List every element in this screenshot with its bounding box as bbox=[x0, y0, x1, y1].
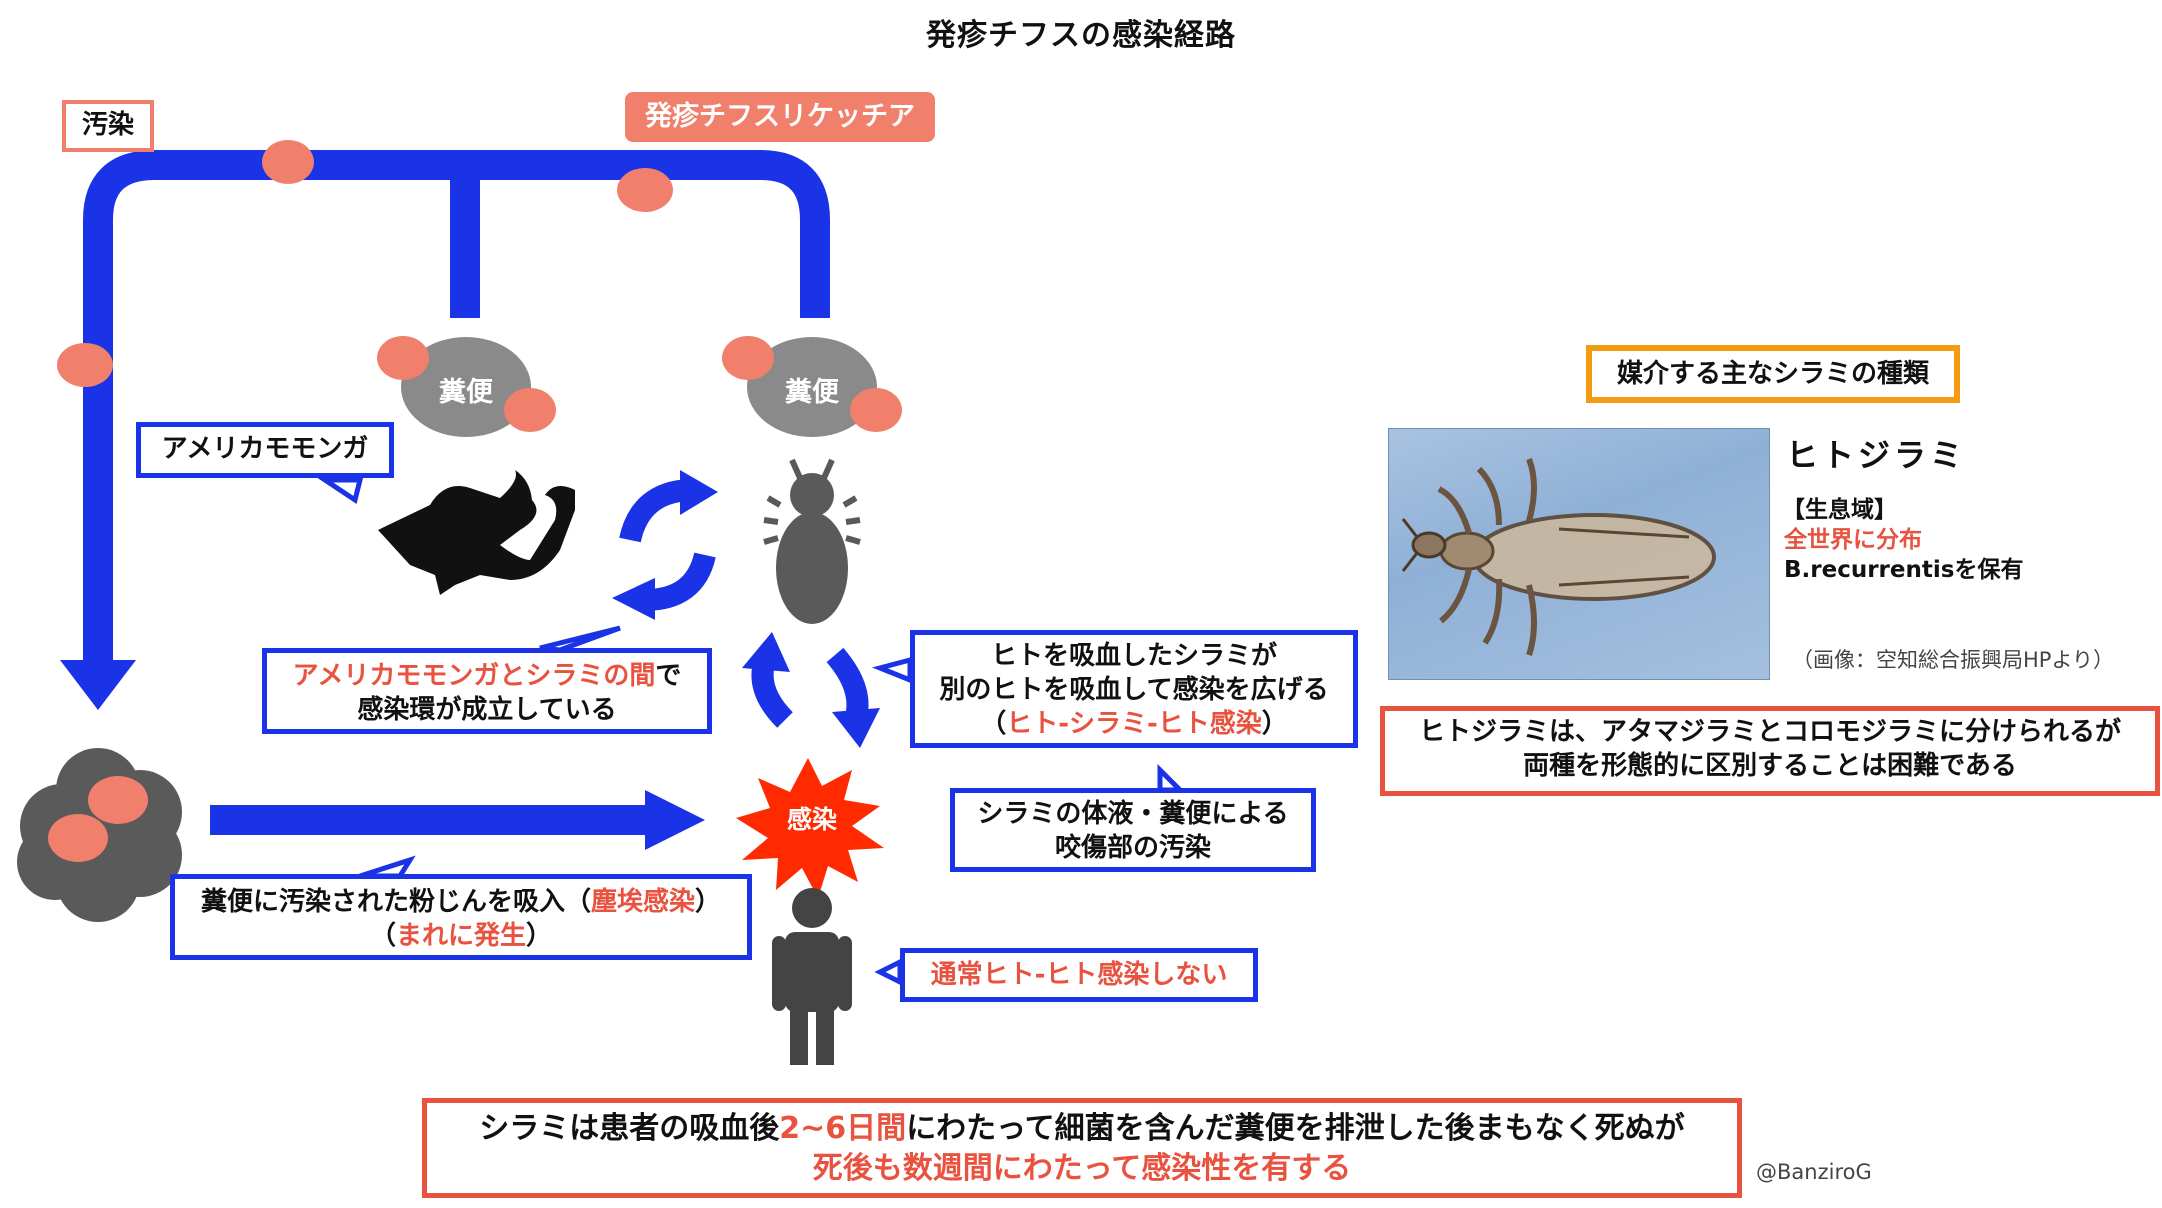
image-credit: （画像：空知総合振興局HPより） bbox=[1792, 648, 2115, 672]
callout-human-louse-human: ヒトを吸血したシラミが 別のヒトを吸血して感染を広げる （ヒト-シラミ-ヒト感染… bbox=[910, 630, 1358, 748]
arrow-down-head bbox=[60, 660, 136, 710]
note-post: にわたって細菌を含んだ糞便を排泄した後まもなく死ぬが bbox=[906, 1111, 1685, 1146]
habitat-value: 全世界に分布 bbox=[1784, 527, 1922, 553]
habitat-label: 【生息域】 bbox=[1782, 497, 1897, 523]
rare-open: （ bbox=[369, 921, 396, 951]
cycle-arrows-icon bbox=[612, 470, 718, 620]
louse-infection-arrows bbox=[742, 632, 880, 748]
contamination-path bbox=[83, 150, 830, 660]
rickettsia-dot bbox=[262, 140, 314, 184]
louse-photo bbox=[1388, 428, 1770, 680]
rare-close: ） bbox=[526, 921, 553, 951]
callout-tail-cycle bbox=[539, 625, 621, 653]
flying-squirrel-icon bbox=[378, 470, 575, 595]
squirrel-cycle-rest: で bbox=[655, 661, 682, 691]
h2h-line2: 別のヒトを吸血して感染を広げる bbox=[939, 675, 1329, 705]
contamination-label: 汚染 bbox=[62, 100, 154, 152]
right-panel-header: 媒介する主なシラミの種類 bbox=[1586, 345, 1960, 403]
louse-photo-illustration bbox=[1401, 457, 1716, 656]
feces-blob-2 bbox=[747, 337, 877, 437]
flying-squirrel-label: アメリカモモンガ bbox=[136, 422, 394, 478]
callout-tail-bite bbox=[1157, 763, 1187, 793]
page-title: 発疹チフスの感染経路 bbox=[926, 18, 1236, 53]
person-icon bbox=[772, 888, 852, 1065]
note-bottom: シラミは患者の吸血後2~6日間にわたって細菌を含んだ糞便を排泄した後まもなく死ぬ… bbox=[422, 1098, 1742, 1198]
bite-line1: シラミの体液・糞便による bbox=[977, 799, 1289, 829]
h2h-close: ） bbox=[1261, 709, 1288, 739]
infection-burst-icon bbox=[736, 758, 884, 898]
dust-arrow-head bbox=[645, 790, 705, 850]
dust-cloud-icon bbox=[17, 748, 182, 922]
feces-label-2: 糞便 bbox=[785, 377, 839, 408]
dust-pre: 糞便に汚染された粉じんを吸入（ bbox=[200, 887, 591, 917]
squirrel-cycle-red: アメリカモモンガとシラミの間 bbox=[292, 661, 656, 691]
rare-red: まれに発生 bbox=[395, 921, 526, 951]
species-name: ヒトジラミ bbox=[1786, 436, 1967, 474]
feces-label-1: 糞便 bbox=[439, 377, 493, 408]
rickettsia-label: 発疹チフスリケッチア bbox=[625, 92, 935, 142]
rickettsia-dot bbox=[722, 336, 774, 380]
rickettsia-dot bbox=[617, 168, 673, 212]
callout-tail-nohuman bbox=[874, 957, 903, 987]
rickettsia-dot bbox=[57, 343, 113, 387]
rickettsia-dot bbox=[850, 388, 902, 432]
h2h-open: （ bbox=[980, 709, 1007, 739]
note-pre: シラミは患者の吸血後 bbox=[479, 1111, 780, 1146]
pathogen-note: B.recurrentisを保有 bbox=[1784, 557, 2024, 583]
h2h-red: ヒト-シラミ-ヒト感染 bbox=[1006, 709, 1262, 739]
callout-tail-squirrel bbox=[316, 477, 364, 505]
callout-dust-inhalation: 糞便に汚染された粉じんを吸入（塵埃感染） （まれに発生） bbox=[170, 874, 752, 960]
infection-label: 感染 bbox=[786, 805, 837, 834]
right-panel-note: ヒトジラミは、アタマジラミとコロモジラミに分けられるが 両種を形態的に区別するこ… bbox=[1380, 706, 2160, 796]
note-red-days: 2~6日間 bbox=[779, 1111, 907, 1146]
squirrel-cycle-line2: 感染環が成立している bbox=[357, 695, 617, 725]
right-note-line1: ヒトジラミは、アタマジラミとコロモジラミに分けられるが bbox=[1418, 717, 2121, 747]
h2h-line1: ヒトを吸血したシラミが bbox=[990, 641, 1277, 671]
note-line2: 死後も数週間にわたって感染性を有する bbox=[812, 1151, 1352, 1186]
callout-squirrel-cycle: アメリカモモンガとシラミの間で 感染環が成立している bbox=[262, 648, 712, 734]
callout-no-human-to-human: 通常ヒト-ヒト感染しない bbox=[900, 948, 1258, 1002]
bite-line2: 咬傷部の汚染 bbox=[1054, 833, 1211, 863]
feces-blob-1 bbox=[401, 337, 531, 437]
rickettsia-dot bbox=[504, 388, 556, 432]
dust-post: ） bbox=[695, 887, 722, 917]
credit: @BanziroG bbox=[1756, 1160, 1872, 1184]
dust-red: 塵埃感染 bbox=[590, 887, 695, 917]
callout-bite-contamination: シラミの体液・糞便による 咬傷部の汚染 bbox=[950, 788, 1316, 872]
louse-icon bbox=[763, 458, 861, 624]
right-note-line2: 両種を形態的に区別することは困難である bbox=[1523, 751, 2017, 781]
rickettsia-dot bbox=[377, 336, 429, 380]
callout-tail-h2h bbox=[872, 656, 913, 684]
